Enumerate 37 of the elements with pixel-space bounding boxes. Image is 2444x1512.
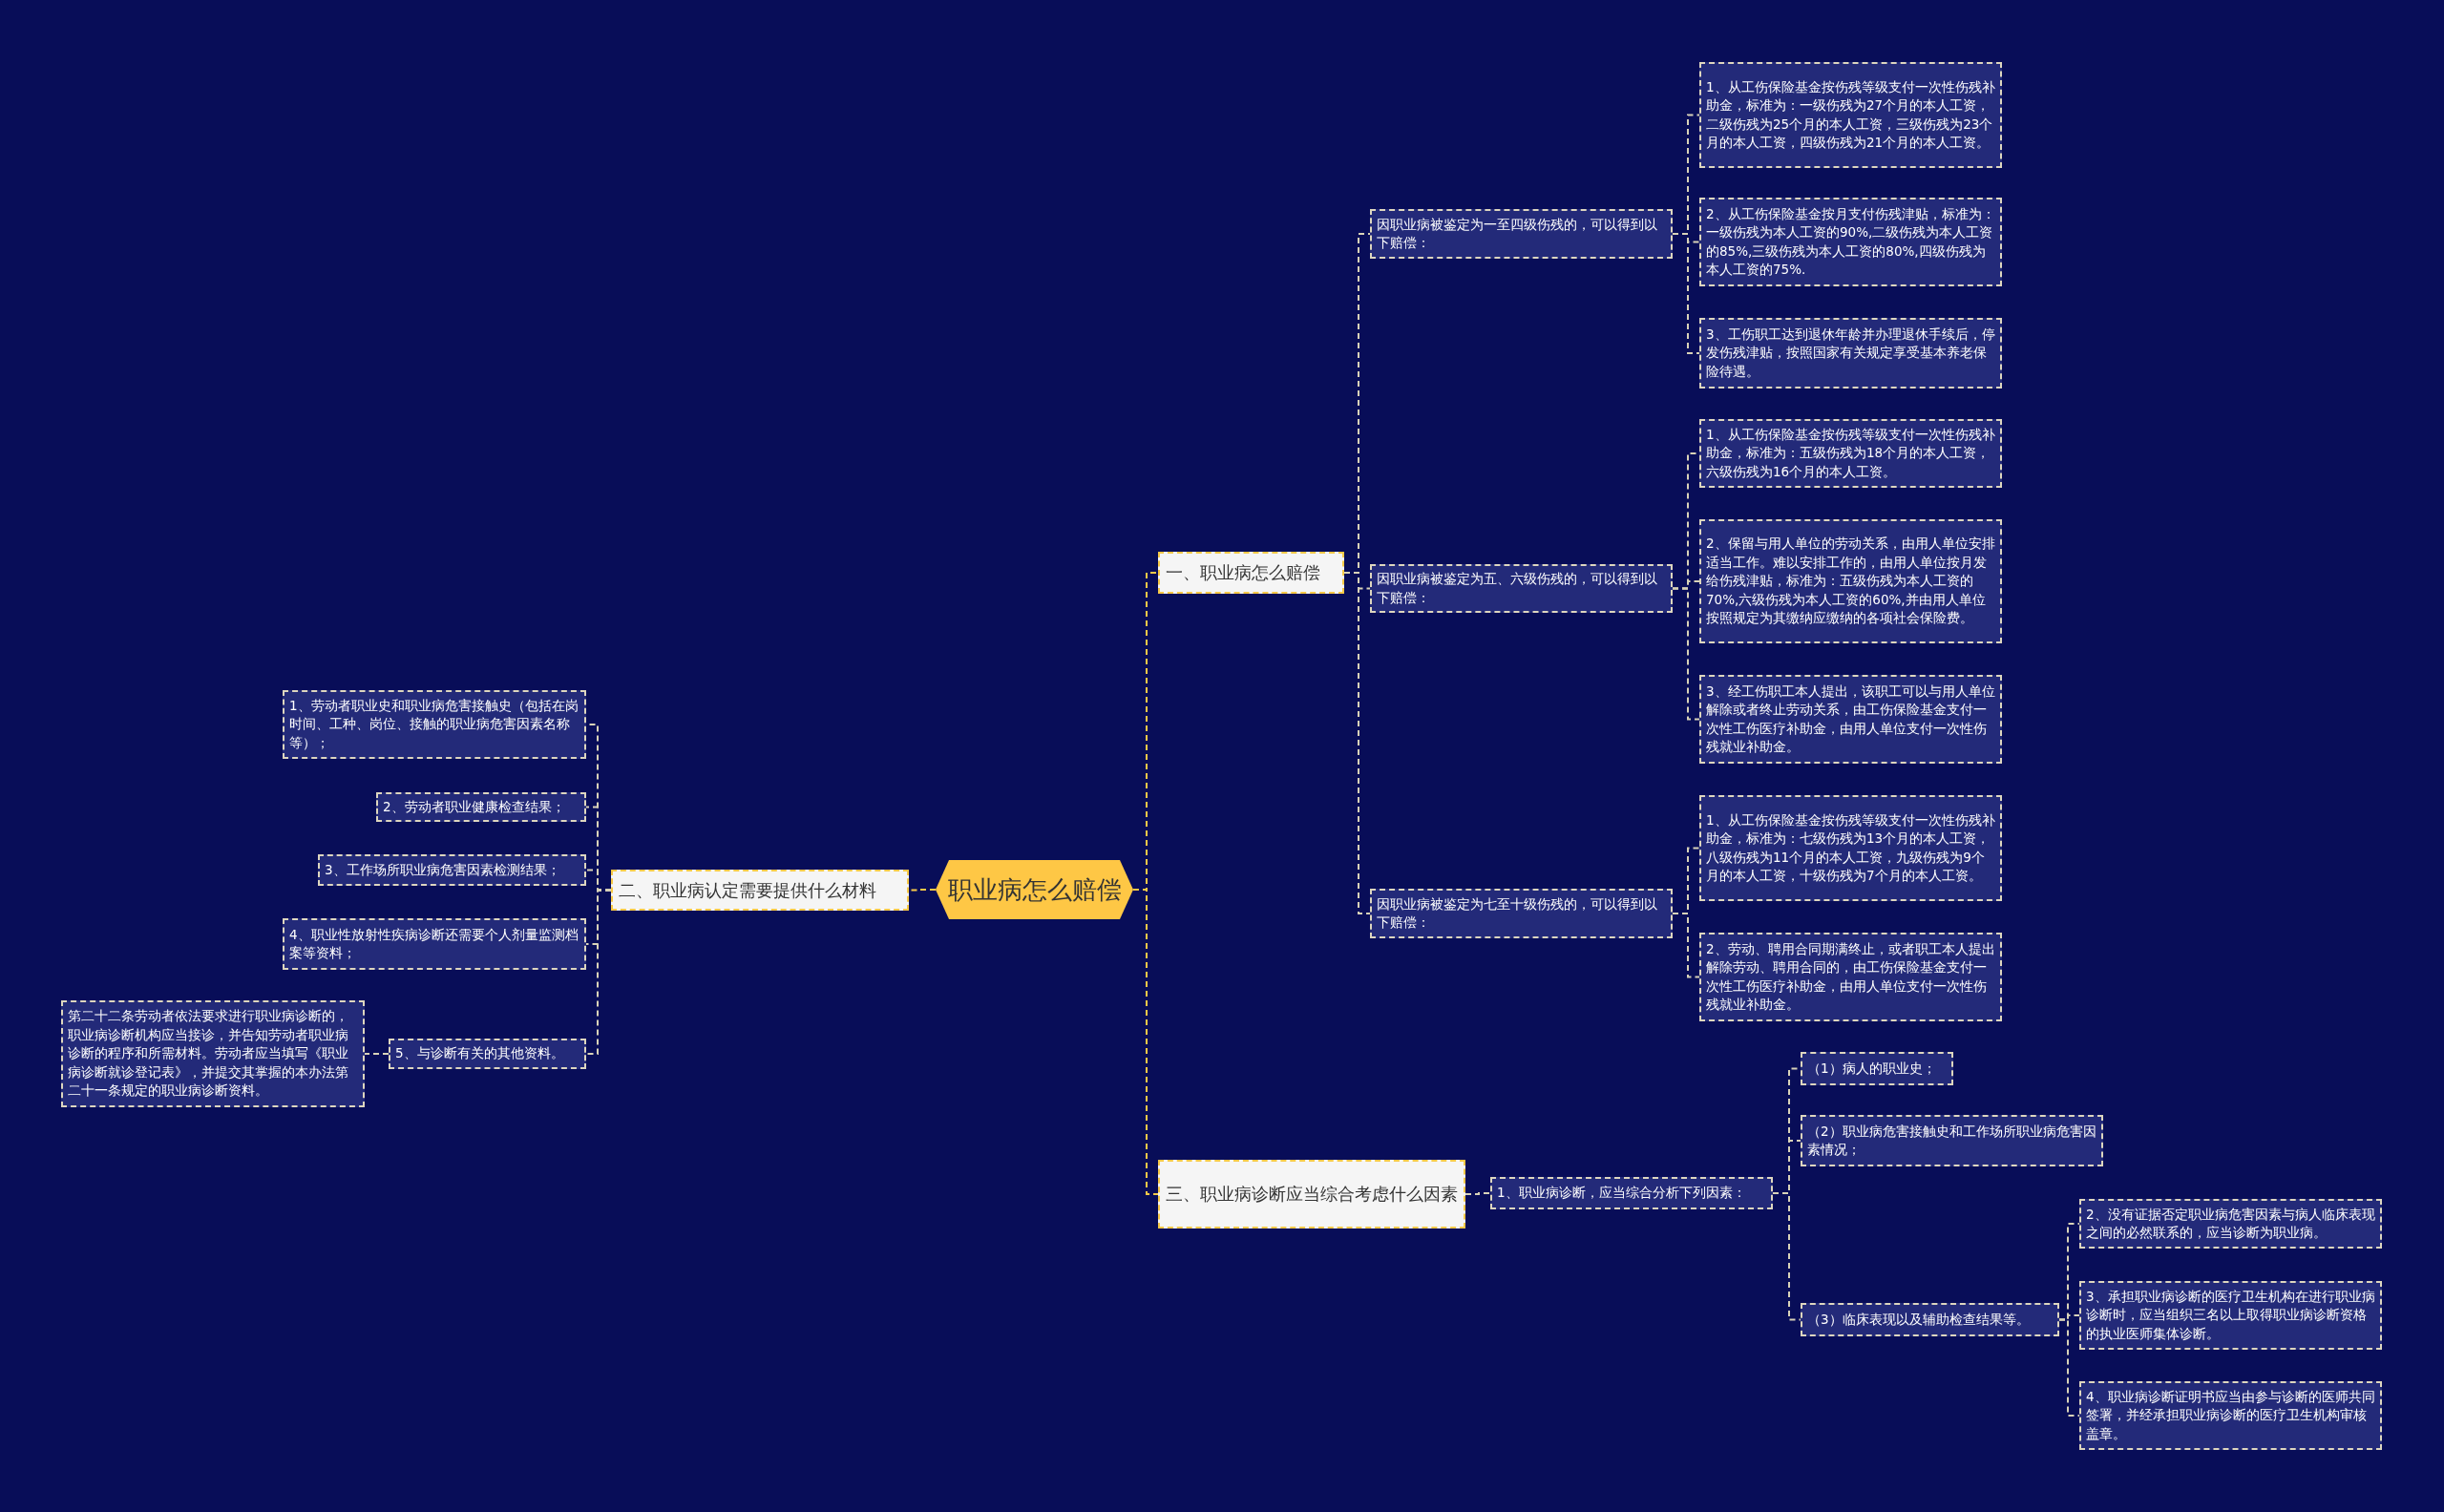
text-box: 1、从工伤保险基金按伤残等级支付一次性伤残补助金，标准为：一级伤残为27个月的本人工资，二级伤残为25个月的本人工资，三级伤残为23个月的本人工资，四级伤残为21个月的本人工资。 [1699, 62, 2002, 168]
text-box: 5、与诊断有关的其他资料。 [389, 1039, 586, 1069]
topic-box: 三、职业病诊断应当综合考虑什么因素 [1158, 1160, 1465, 1228]
text-box: 因职业病被鉴定为五、六级伤残的，可以得到以下赔偿： [1370, 564, 1673, 613]
text-box: 1、从工伤保险基金按伤残等级支付一次性伤残补助金，标准为：七级伤残为13个月的本人工资，八级伤残为11个月的本人工资，九级伤残为9个月的本人工资，十级伤残为7个月的本人工资。 [1699, 795, 2002, 901]
text-box: 第二十二条劳动者依法要求进行职业病诊断的，职业病诊断机构应当接诊，并告知劳动者职业病诊断的程序和所需材料。劳动者应当填写《职业病诊断就诊登记表》，并提交其掌握的本办法第二十一条规定的职业病诊断资料。 [61, 1000, 365, 1107]
text-box: 2、没有证据否定职业病危害因素与病人临床表现之间的必然联系的，应当诊断为职业病。 [2079, 1199, 2382, 1249]
text-box: （1）病人的职业史； [1801, 1052, 1953, 1085]
text-box: 1、劳动者职业史和职业病危害接触史（包括在岗时间、工种、岗位、接触的职业病危害因素名称等）； [283, 690, 586, 759]
connector-line [585, 889, 612, 1055]
text-box: 1、从工伤保险基金按伤残等级支付一次性伤残补助金，标准为：五级伤残为18个月的本人工资，六级伤残为16个月的本人工资。 [1699, 419, 2002, 488]
text-box: 4、职业病诊断证明书应当由参与诊断的医师共同签署，并经承担职业病诊断的医疗卫生机构审核盖章。 [2079, 1381, 2382, 1450]
text-box: 3、工伤职工达到退休年龄并办理退休手续后，停发伤残津贴，按照国家有关规定享受基本养老保险待遇。 [1699, 318, 2002, 388]
connector-line [1672, 233, 1700, 354]
connector-line [1772, 1192, 1801, 1321]
connector-line [2058, 1318, 2080, 1417]
connector-line [364, 1053, 390, 1055]
topic-box: 一、职业病怎么赔偿 [1158, 552, 1344, 594]
text-box: 4、职业性放射性疾病诊断还需要个人剂量监测档案等资料； [283, 918, 586, 970]
text-box: 2、保留与用人单位的劳动关系，由用人单位安排适当工作。难以安排工作的，由用人单位按月发给伤残津贴，标准为：五级伤残为本人工资的70%,六级伤残为本人工资的60%,并由用人单位按照规定为其缴纳应缴纳的各项社会保险费。 [1699, 519, 2002, 643]
connector-line [1464, 1192, 1491, 1195]
text-box: 2、从工伤保险基金按月支付伤残津贴，标准为：一级伤残为本人工资的90%,二级伤残为本人工资的85%,三级伤残为本人工资的80%,四级伤残为本人工资的75%. [1699, 198, 2002, 286]
text-box: 2、劳动者职业健康检查结果； [376, 792, 586, 822]
topic-box: 二、职业病认定需要提供什么材料 [611, 870, 909, 911]
text-box: 因职业病被鉴定为七至十级伤残的，可以得到以下赔偿： [1370, 889, 1673, 938]
text-box: 3、经工伤职工本人提出，该职工可以与用人单位解除或者终止劳动关系，由工伤保险基金支付一次性工伤医疗补助金，由用人单位支付一次性伤残就业补助金。 [1699, 675, 2002, 764]
text-box: 2、劳动、聘用合同期满终止，或者职工本人提出解除劳动、聘用合同的，由工伤保险基金支付一次性工伤医疗补助金，由用人单位支付一次性伤残就业补助金。 [1699, 933, 2002, 1021]
central-topic-hexagon: 职业病怎么赔偿 [936, 860, 1133, 919]
text-box: 3、工作场所职业病危害因素检测结果； [318, 854, 586, 886]
text-box: 1、职业病诊断，应当综合分析下列因素： [1490, 1177, 1773, 1209]
connector-line [1672, 913, 1700, 978]
connector-line [1132, 889, 1159, 1195]
text-box: 3、承担职业病诊断的医疗卫生机构在进行职业病诊断时，应当组织三名以上取得职业病诊断资格的执业医师集体诊断。 [2079, 1281, 2382, 1350]
text-box: （3）临床表现以及辅助检查结果等。 [1801, 1303, 2059, 1336]
text-box: （2）职业病危害接触史和工作场所职业病危害因素情况； [1801, 1115, 2103, 1166]
connector-line [1672, 587, 1700, 721]
text-box: 因职业病被鉴定为一至四级伤残的，可以得到以下赔偿： [1370, 209, 1673, 259]
